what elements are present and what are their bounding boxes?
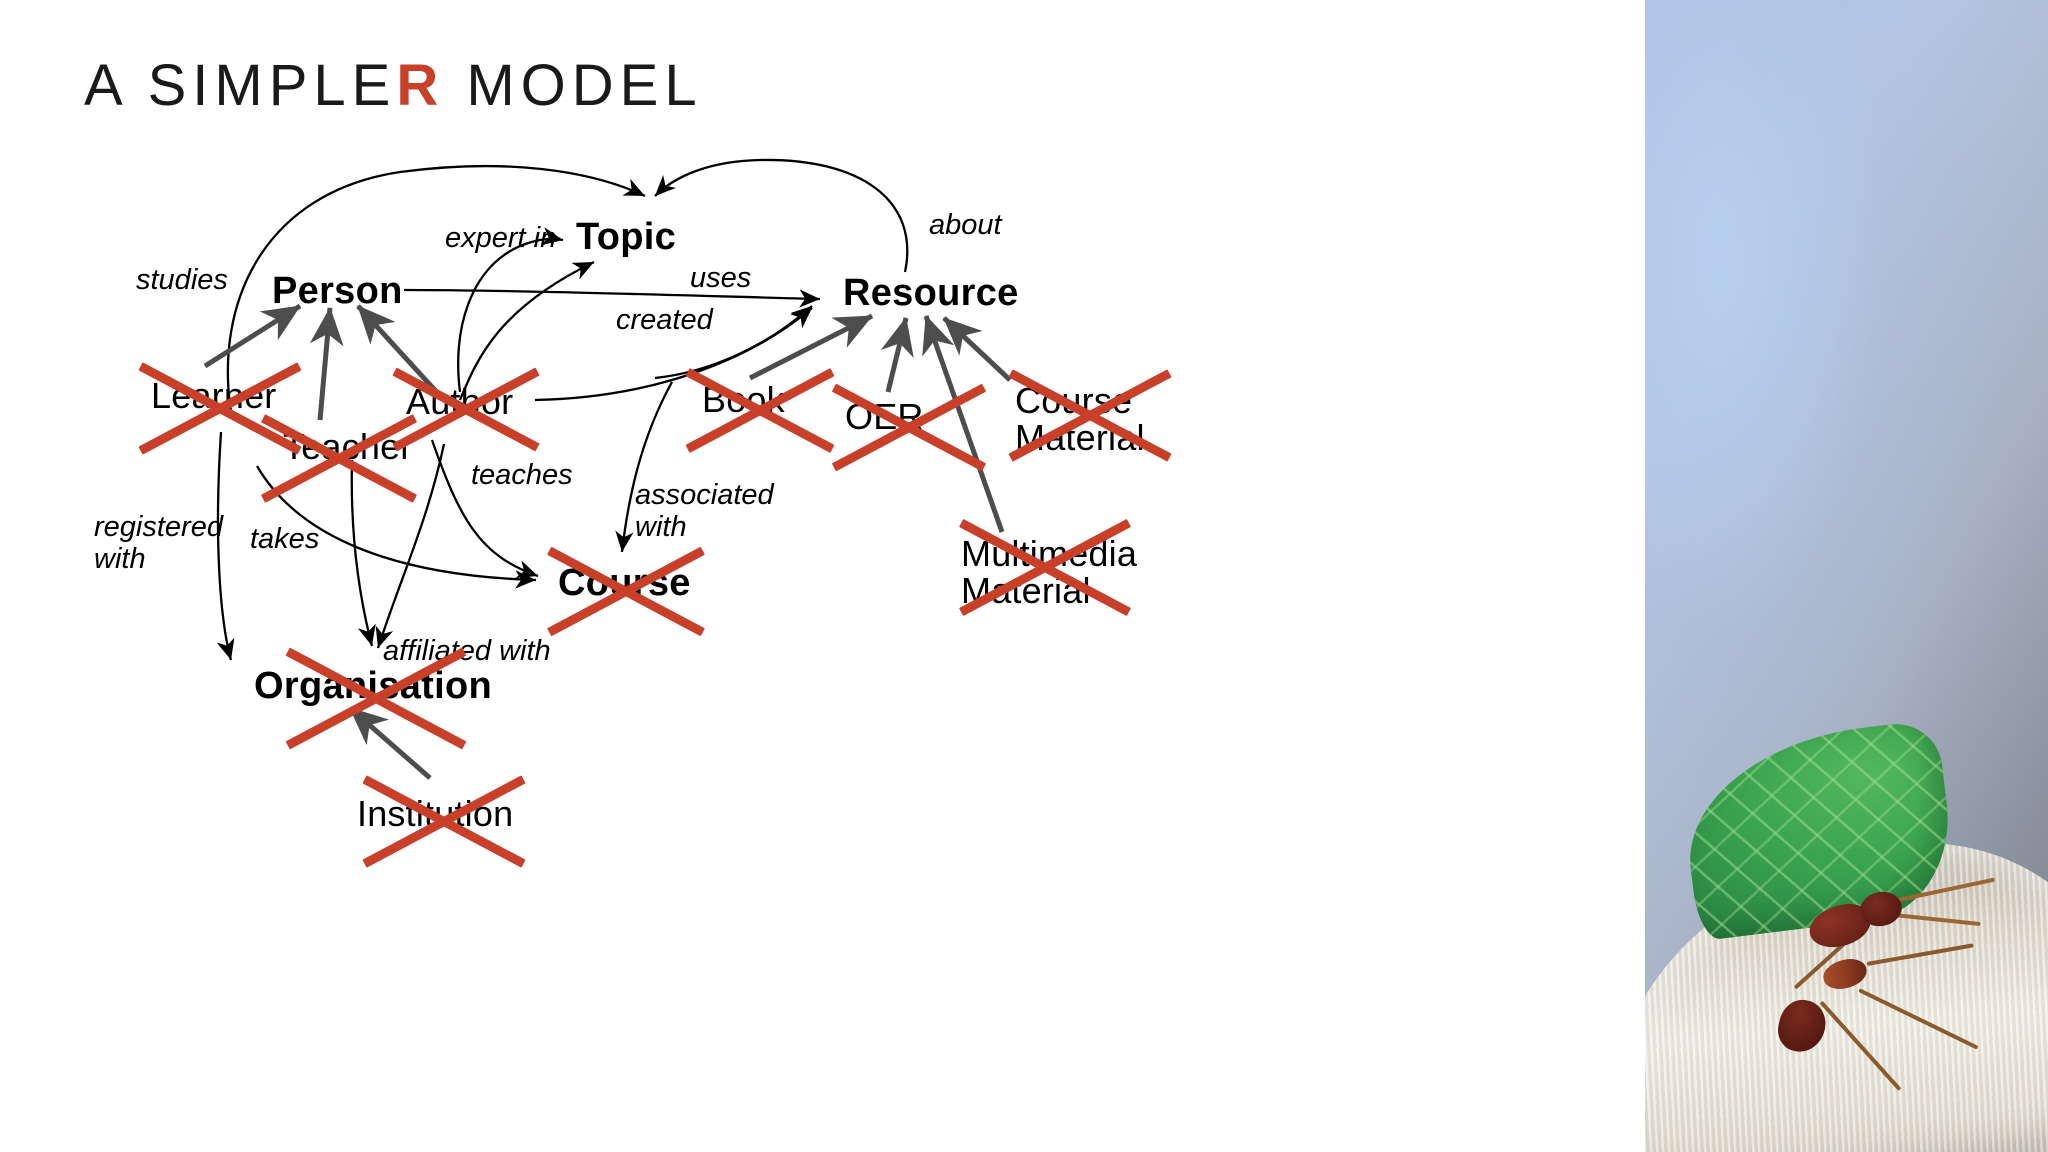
relation-label-uses: uses: [690, 262, 752, 294]
relation-label-teaches: teaches: [471, 459, 573, 491]
subclass-edges: [203, 303, 1012, 780]
relation-label-affiliated-with: affiliated with: [383, 635, 551, 667]
relation-label-registered-with: registered with: [94, 511, 223, 575]
relation-label-expert-in: expert in: [445, 222, 557, 254]
diagram-edges: [203, 158, 1012, 780]
node-topic[interactable]: Topic: [576, 216, 677, 258]
node-learner[interactable]: Learner: [151, 375, 277, 416]
node-course-material[interactable]: Course Material: [1015, 380, 1145, 459]
page-title: A SIMPLER MODEL: [84, 52, 703, 119]
node-person[interactable]: Person: [272, 270, 403, 312]
node-institution[interactable]: Institution: [357, 793, 514, 834]
relation-label-associated-with: associated with: [635, 479, 774, 543]
node-course[interactable]: Course: [558, 562, 691, 604]
relation-label-studies: studies: [136, 264, 228, 296]
node-multimedia-material[interactable]: Multimedia Material: [961, 533, 1138, 612]
node-oer[interactable]: OER: [845, 396, 924, 437]
node-book[interactable]: Book: [702, 379, 785, 420]
concept-model-diagram: Person Topic Resource Course Organisatio…: [94, 158, 1172, 868]
node-author[interactable]: Author: [406, 381, 514, 422]
relation-label-about: about: [929, 209, 1002, 241]
node-organisation[interactable]: Organisation: [254, 665, 492, 707]
title-suffix: MODEL: [444, 53, 703, 118]
title-prefix: A SIMPLE: [84, 53, 397, 118]
relation-label-created: created: [616, 304, 713, 336]
node-resource[interactable]: Resource: [843, 272, 1019, 314]
relation-label-takes: takes: [250, 523, 320, 555]
node-teacher[interactable]: Teacher: [283, 426, 413, 467]
title-accent-letter: R: [396, 53, 445, 118]
decorative-photo-leafcutter-ant: [1645, 0, 2048, 1152]
